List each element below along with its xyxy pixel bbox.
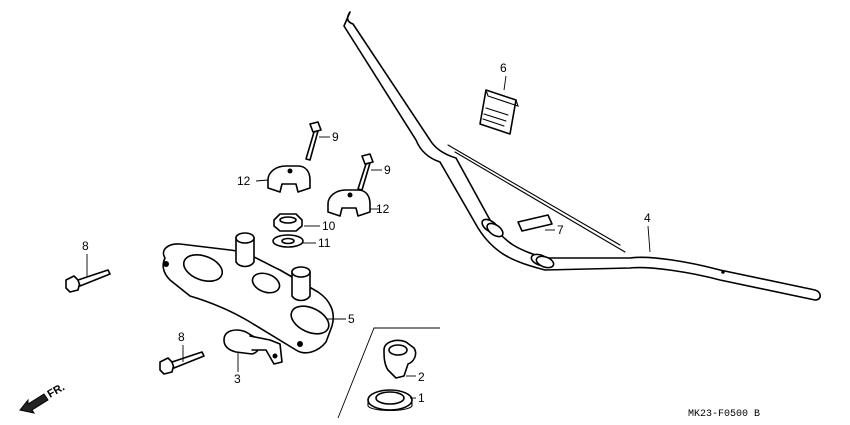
callout-11: 11 [318, 236, 331, 250]
callout-1: 1 [418, 391, 425, 405]
bolt-9-left [305, 121, 322, 161]
callout-5: 5 [348, 312, 355, 326]
switch-housing-2 [383, 339, 417, 379]
top-bridge [162, 232, 334, 354]
bolt-8-upper [65, 269, 111, 293]
callout-8-lower: 8 [178, 330, 185, 344]
callout-3: 3 [234, 372, 241, 386]
sticker-7 [517, 214, 553, 232]
callout-6: 6 [500, 61, 507, 75]
callout-12-right: 12 [376, 202, 390, 216]
upper-holder-12-left [267, 165, 311, 193]
grommet-1 [367, 389, 413, 412]
bolt-9-right [357, 153, 374, 191]
nut-10 [273, 213, 303, 232]
callout-9-left: 9 [332, 130, 339, 144]
upper-holder-12-right [327, 189, 371, 217]
callout-8-upper: 8 [82, 239, 89, 253]
callout-4: 4 [644, 211, 651, 225]
front-direction-arrow-icon: FR. [19, 381, 67, 414]
callout-7: 7 [557, 223, 564, 237]
washer-11 [272, 234, 304, 248]
callout-2: 2 [418, 370, 425, 384]
diagram-code: MK23-F0500 B [688, 409, 760, 420]
bracket-3 [223, 329, 283, 365]
label-plate-6 [479, 89, 519, 135]
bolt-8-lower [159, 351, 205, 375]
front-direction-label: FR. [46, 381, 67, 400]
handlebar [343, 11, 822, 301]
callout-9-right: 9 [384, 163, 391, 177]
callout-12-left: 12 [237, 174, 251, 188]
callout-10: 10 [322, 219, 336, 233]
